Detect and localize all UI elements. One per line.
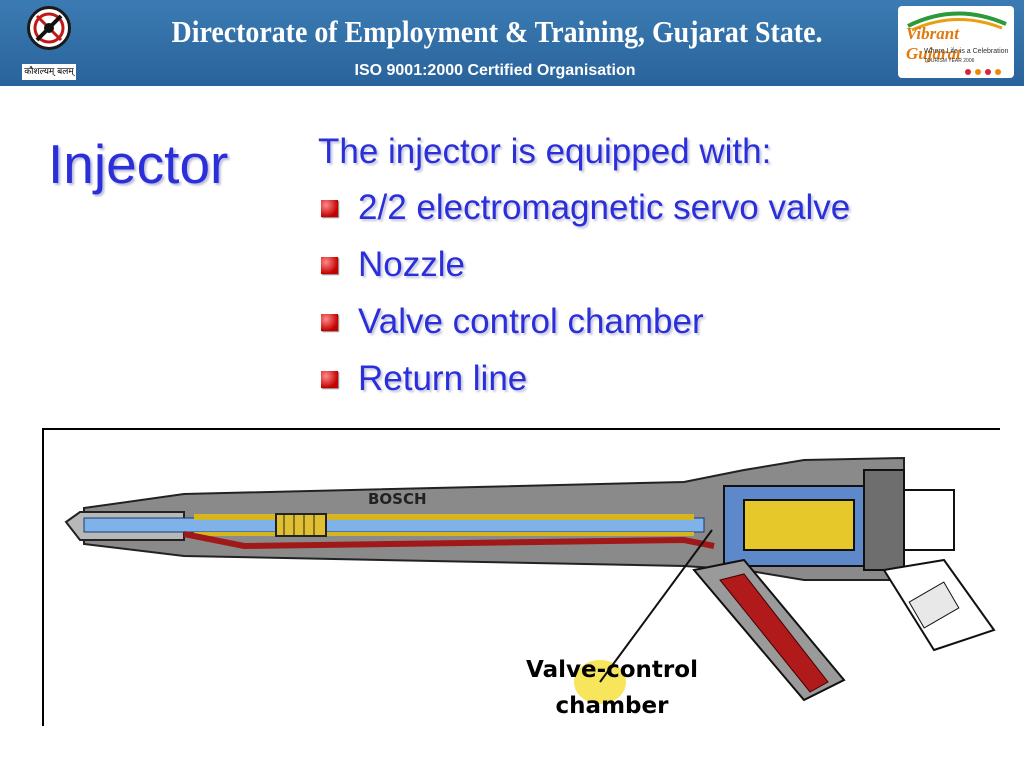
bullet-text: Return line [358, 359, 528, 398]
vibrant-gujarat-name: Vibrant Gujarat [906, 24, 961, 63]
vibrant-gujarat-subline: TOURISM YEAR 2006 [924, 58, 975, 64]
valve-control-chamber-label: Valve-control chamber [522, 652, 702, 724]
bullet-square-icon [321, 257, 338, 274]
bullet-square-icon [321, 314, 338, 331]
bullet-square-icon [321, 200, 338, 217]
vibrant-gujarat-tagline: Where Life is a Celebration [924, 48, 1009, 55]
bosch-brand-text: BOSCH [368, 490, 427, 508]
injector-cross-section-figure: Valve-control chamber BOSCH [42, 428, 1000, 726]
header-banner: कौशल्यम् बलम् Directorate of Employment … [0, 0, 1024, 86]
emblem-caption: कौशल्यम् बलम् [22, 64, 76, 80]
injector-diagram [64, 456, 996, 704]
header-subtitle: ISO 9001:2000 Certified Organisation [354, 62, 636, 79]
bullet-item: Valve control chamber [318, 302, 850, 359]
label-line-1: Valve-control [526, 657, 698, 683]
bullet-square-icon [321, 371, 338, 388]
bullet-item: 2/2 electromagnetic servo valve [318, 188, 850, 245]
bullet-text: Valve control chamber [358, 302, 704, 341]
vibrant-gujarat-swoosh-icon [907, 11, 1007, 75]
vibrant-gujarat-logo: Vibrant Gujarat Where Life is a Celebrat… [898, 6, 1014, 78]
label-line-2: chamber [555, 693, 669, 719]
slide-title: Injector [48, 133, 229, 195]
bullet-item: Return line [318, 359, 850, 416]
emblem-graphic [33, 12, 65, 44]
bullet-item: Nozzle [318, 245, 850, 302]
department-emblem-logo: कौशल्यम् बलम् [22, 4, 76, 82]
intro-text: The injector is equipped with: [318, 132, 772, 171]
header-title: Directorate of Employment & Training, Gu… [171, 14, 823, 49]
bullet-text: Nozzle [358, 245, 465, 284]
bullet-list: 2/2 electromagnetic servo valve Nozzle V… [318, 188, 850, 416]
bullet-text: 2/2 electromagnetic servo valve [358, 188, 851, 227]
